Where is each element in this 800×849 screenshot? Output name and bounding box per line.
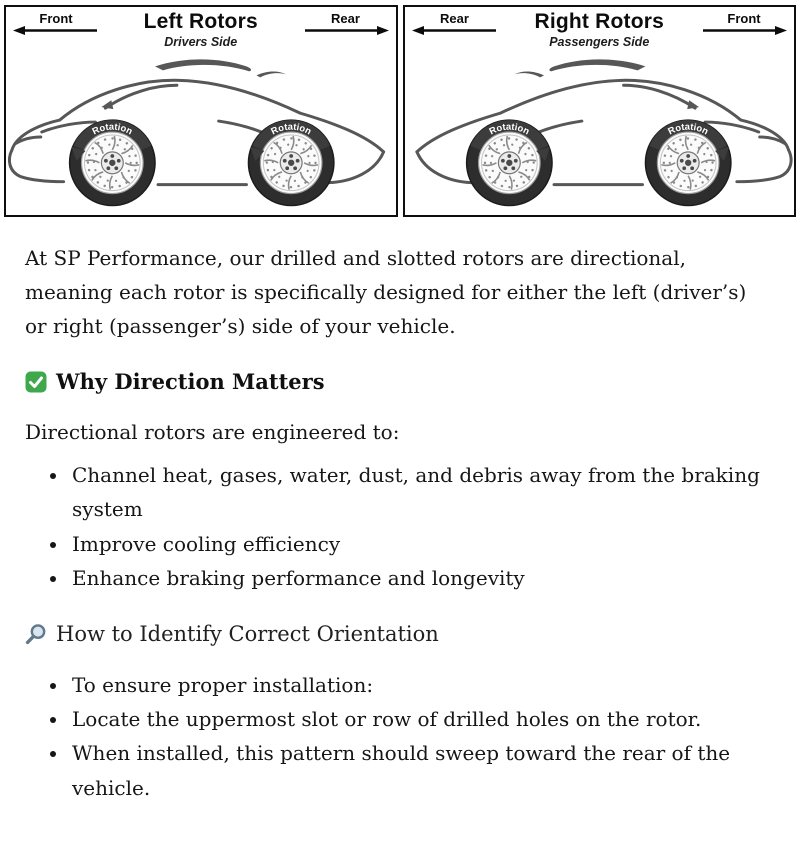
- left-car-illustration: Rotation Rotation: [6, 53, 396, 211]
- right-panel-title-block: Right Rotors Passengers Side: [405, 7, 795, 49]
- list-item: Channel heat, gases, water, dust, and de…: [69, 458, 768, 527]
- rotation-label: Rotation: [487, 121, 532, 137]
- corner-label: Rear: [331, 11, 360, 26]
- rear-direction-label: Rear: [302, 11, 390, 35]
- list-item: Locate the uppermost slot or row of dril…: [69, 702, 768, 736]
- svg-text:Rotation: Rotation: [90, 121, 135, 137]
- panel-subtitle: Passengers Side: [549, 35, 650, 49]
- green-check-icon: [25, 371, 47, 392]
- rotation-label: Rotation: [665, 121, 710, 137]
- right-car-illustration: Rotation Rotation: [405, 53, 795, 211]
- arrow-left-icon: [13, 26, 97, 35]
- corner-label: Front: [727, 11, 761, 26]
- arrow-left-icon: [411, 26, 496, 35]
- left-rotors-panel: Front Left Rotors Drivers Side Rear: [4, 5, 398, 217]
- identify-orientation-bullet-list: To ensure proper installation: Locate th…: [25, 668, 768, 806]
- left-panel-header: Front Left Rotors Drivers Side Rear: [6, 7, 396, 53]
- svg-text:Rotation: Rotation: [665, 121, 710, 137]
- magnifying-glass-icon: [25, 623, 46, 644]
- corner-label: Front: [39, 11, 73, 26]
- rotor-direction-diagram: Front Left Rotors Drivers Side Rear: [0, 0, 800, 219]
- panel-subtitle: Drivers Side: [164, 35, 238, 49]
- list-item: When installed, this pattern should swee…: [69, 736, 768, 805]
- rotation-label: Rotation: [90, 121, 135, 137]
- right-rotors-panel: Rear Right Rotors Passengers Side Front: [402, 5, 796, 217]
- list-item: To ensure proper installation:: [69, 668, 768, 702]
- section-title: Why Direction Matters: [56, 369, 325, 394]
- section-heading-identify-orientation: How to Identify Correct Orientation: [25, 622, 768, 646]
- left-panel-title-block: Left Rotors Drivers Side: [6, 7, 396, 49]
- list-item: Enhance braking performance and longevit…: [69, 561, 768, 595]
- section-title: How to Identify Correct Orientation: [56, 621, 439, 646]
- panel-title: Left Rotors: [143, 10, 258, 33]
- panel-title: Right Rotors: [534, 10, 665, 33]
- section-heading-why-direction-matters: Why Direction Matters: [25, 369, 768, 394]
- corner-label: Rear: [440, 11, 469, 26]
- lead-paragraph: Directional rotors are engineered to:: [25, 420, 400, 444]
- svg-text:Rotation: Rotation: [269, 121, 314, 137]
- rotation-label: Rotation: [269, 121, 314, 137]
- intro-paragraph: At SP Performance, our drilled and slott…: [25, 246, 747, 338]
- arrow-right-icon: [304, 26, 389, 35]
- arrow-right-icon: [703, 26, 787, 35]
- svg-text:Rotation: Rotation: [487, 121, 532, 137]
- article-content: At SP Performance, our drilled and slott…: [0, 219, 800, 849]
- front-direction-label: Front: [700, 11, 788, 35]
- right-panel-header: Rear Right Rotors Passengers Side Front: [405, 7, 795, 53]
- front-direction-label: Front: [12, 11, 100, 35]
- why-direction-bullet-list: Channel heat, gases, water, dust, and de…: [25, 458, 768, 596]
- rear-direction-label: Rear: [411, 11, 499, 35]
- list-item: Improve cooling efficiency: [69, 527, 768, 561]
